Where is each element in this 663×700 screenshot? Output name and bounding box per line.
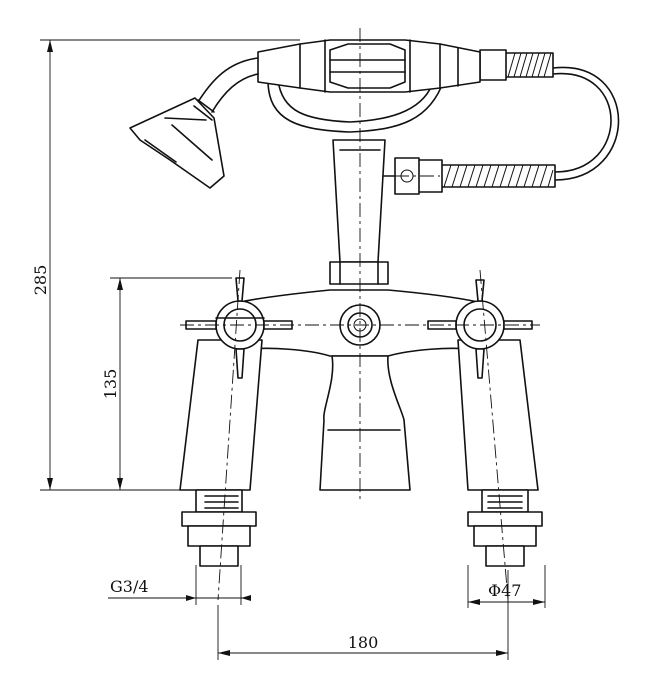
dimension-label-135: 135: [101, 369, 120, 400]
dimension-height-body: 135: [101, 277, 232, 490]
dimension-thread: G3/4: [108, 565, 251, 605]
left-tail: [181, 489, 257, 567]
centerlines: [180, 28, 540, 601]
dimension-label-180: 180: [348, 633, 379, 652]
dimension-label-diameter: Φ47: [488, 581, 521, 600]
dimension-label-thread: G3/4: [110, 577, 149, 596]
shower-handset: [129, 39, 481, 189]
shower-hose: [417, 49, 620, 193]
right-tail: [467, 489, 543, 567]
dimension-height-total: 285: [31, 39, 300, 491]
dimension-label-285: 285: [31, 265, 50, 296]
dimension-diameter: Φ47: [467, 565, 546, 608]
dimension-centers: 180: [217, 570, 509, 660]
